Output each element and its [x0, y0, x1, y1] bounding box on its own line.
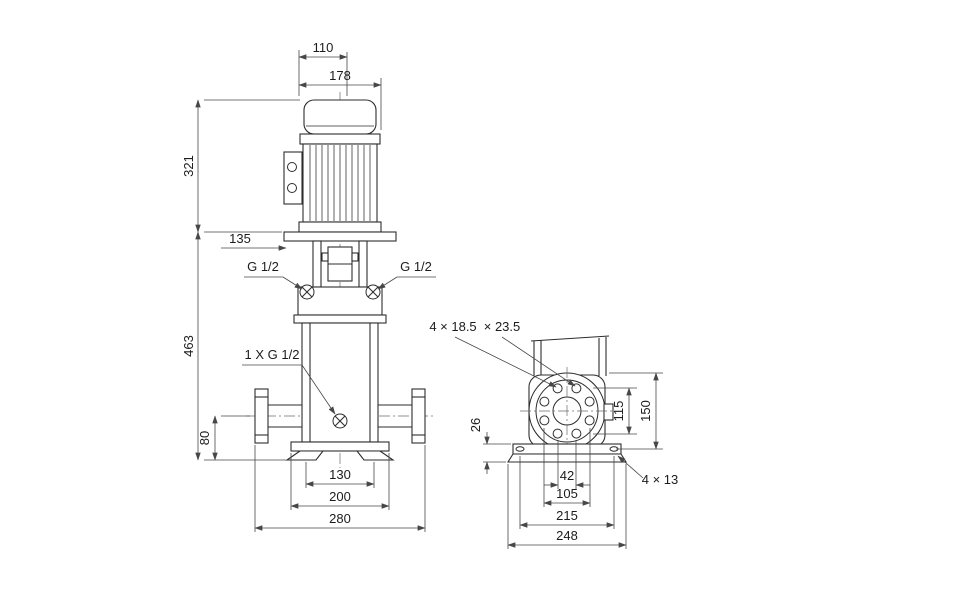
cable-entry-bottom	[287, 183, 297, 193]
base-view: 4 × 18.5 × 23.5 26 115 150	[429, 319, 678, 549]
coupling-housing	[283, 231, 397, 288]
motor-flange-plate	[283, 231, 397, 242]
dim-80: 80	[197, 415, 250, 461]
dim-135-label: 135	[229, 231, 251, 246]
dim-178: 178	[298, 68, 382, 130]
baseplate	[507, 443, 627, 463]
terminal-box	[283, 151, 303, 205]
callout-flange-holes: 4 × 18.5 × 23.5	[429, 319, 576, 388]
motor-top-band	[299, 133, 381, 145]
dim-215: 215	[519, 456, 615, 529]
dim-26-label: 26	[468, 418, 483, 432]
port-right-label: G 1/2	[400, 259, 432, 274]
head-flange	[293, 314, 387, 324]
dim-321-label: 321	[181, 155, 196, 177]
dim-150-label: 150	[638, 400, 653, 422]
suction-flange	[254, 388, 302, 444]
base-holes-label: 4 × 13	[642, 472, 679, 487]
dim-280: 280	[254, 445, 426, 532]
motor	[283, 99, 382, 233]
dim-110: 110	[298, 40, 348, 96]
pump-sleeve	[301, 322, 379, 443]
dim-110-label: 110	[313, 40, 334, 55]
dim-135: 135	[221, 231, 287, 251]
callout-port-right: G 1/2	[377, 259, 436, 290]
callout-port-left: G 1/2	[244, 259, 303, 290]
dim-200: 200	[290, 453, 390, 510]
dim-105: 105	[543, 428, 591, 507]
dim-463-label: 463	[181, 335, 196, 357]
dim-321: 321	[181, 99, 300, 233]
dim-215-label: 215	[556, 508, 578, 523]
dim-150: 150	[609, 372, 663, 450]
pump-base	[285, 441, 395, 461]
front-view: 110 178 321 463 135 G 1/2 G	[181, 40, 436, 532]
dim-248-label: 248	[556, 528, 578, 543]
side-lug	[603, 403, 614, 421]
dim-42-label: 42	[560, 468, 574, 483]
base-hole-left	[515, 446, 525, 452]
dim-178-label: 178	[329, 68, 351, 83]
port-left-label: G 1/2	[247, 259, 279, 274]
discharge-flange	[378, 388, 426, 444]
counterbore-label: × 23.5	[484, 319, 521, 334]
callout-drain-port: 1 X G 1/2	[242, 347, 336, 415]
dim-248: 248	[507, 464, 627, 549]
dim-80-label: 80	[197, 431, 212, 445]
dim-463: 463	[181, 231, 286, 461]
cooling-fins	[309, 145, 371, 221]
fan-cover	[303, 99, 377, 135]
dim-105-label: 105	[556, 486, 578, 501]
dim-115: 115	[593, 387, 637, 435]
drain-port-label: 1 X G 1/2	[245, 347, 300, 362]
column	[530, 335, 610, 376]
foot-left	[285, 450, 325, 461]
dim-26: 26	[468, 418, 511, 474]
break-line	[530, 335, 610, 342]
flange-holes-label: 4 × 18.5	[429, 319, 476, 334]
dim-130: 130	[305, 462, 375, 488]
pump-head	[293, 284, 387, 324]
callout-base-holes: 4 × 13	[617, 455, 679, 487]
dim-200-label: 200	[329, 489, 351, 504]
dim-130-label: 130	[329, 467, 351, 482]
flange-face	[520, 367, 614, 458]
dim-280-label: 280	[329, 511, 351, 526]
dim-115-label: 115	[611, 401, 626, 422]
foot-right	[355, 450, 395, 461]
dim-42: 42	[544, 440, 590, 489]
cable-entry-top	[287, 162, 297, 172]
bolt-holes	[539, 383, 595, 439]
motor-bottom-band	[298, 221, 382, 233]
